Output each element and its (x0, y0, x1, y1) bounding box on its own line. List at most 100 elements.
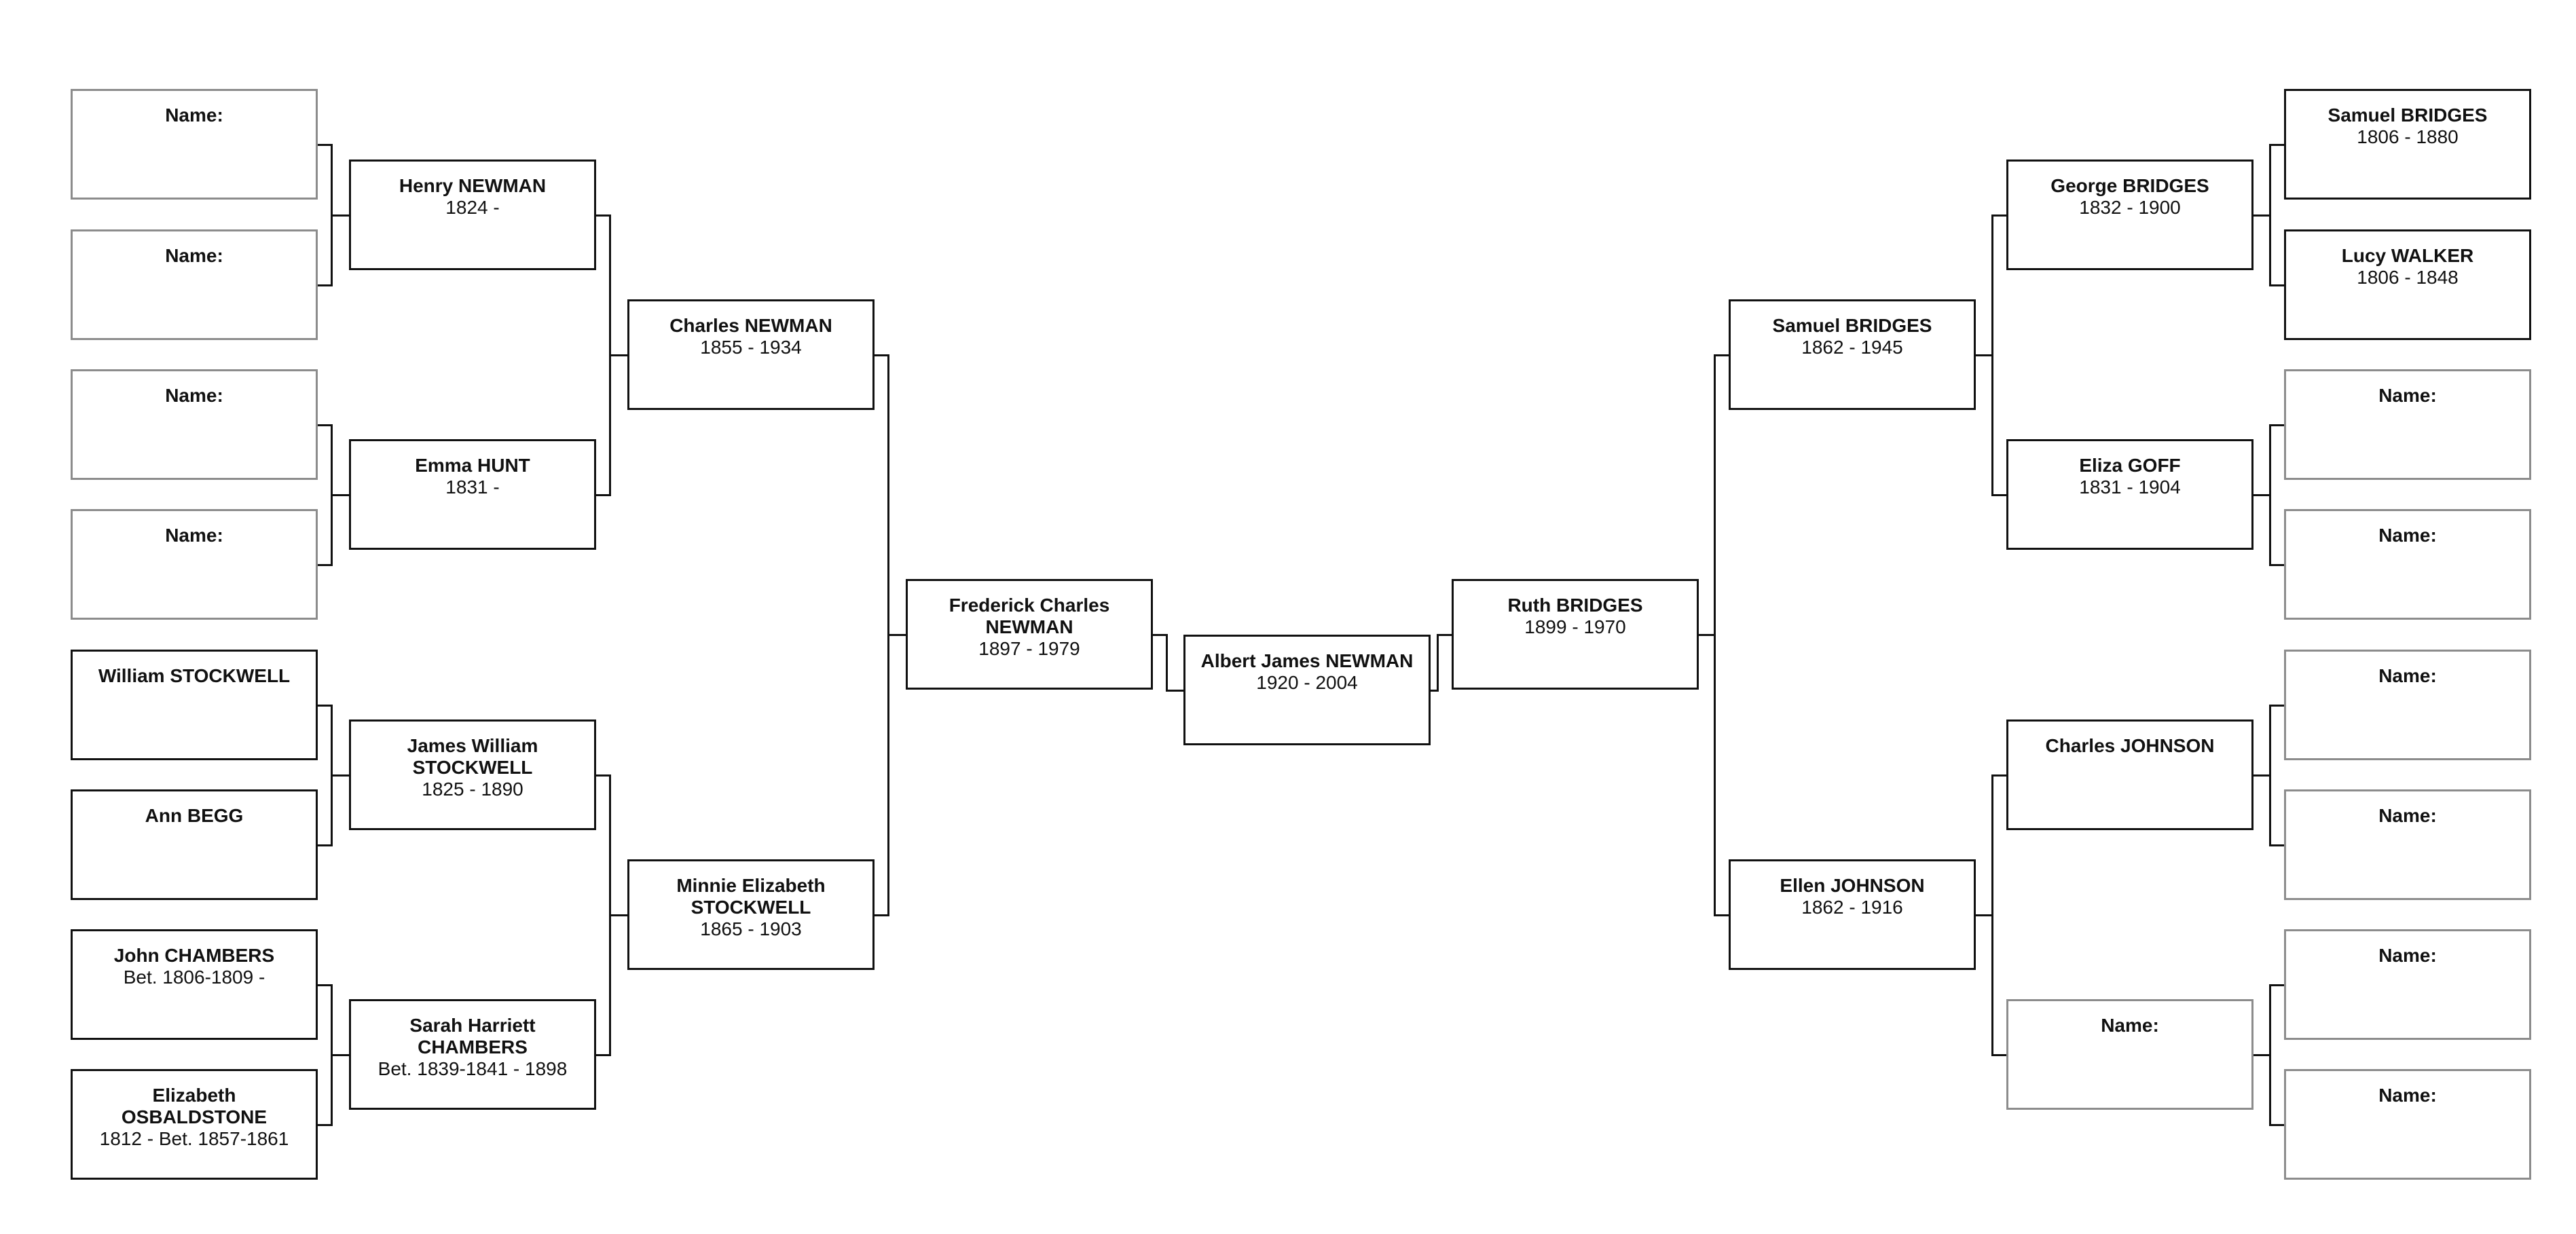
connector-line (2269, 284, 2284, 286)
connector-line (331, 1053, 349, 1056)
person-dates: 1862 - 1945 (1801, 337, 1903, 358)
person-name: Albert James NEWMAN (1200, 650, 1414, 671)
person-name: Charles NEWMAN (669, 315, 832, 336)
connector-line (596, 214, 611, 217)
connector-line (609, 914, 627, 916)
connector-line (1714, 914, 1729, 916)
connector-line (1991, 1053, 2006, 1056)
name-placeholder: Name: (165, 245, 223, 266)
connector-line (1699, 633, 1716, 636)
person-dates: 1899 - 1970 (1524, 616, 1626, 637)
person-name: Sarah Harriett CHAMBERS (409, 1015, 536, 1058)
connector-line (318, 1123, 333, 1126)
person-box-empty[interactable]: Name: (71, 229, 318, 340)
name-placeholder: Name: (2378, 805, 2437, 826)
connector-line (2269, 704, 2284, 707)
person-name: John CHAMBERS (113, 945, 275, 966)
name-placeholder: Name: (2101, 1015, 2159, 1036)
connector-line (609, 354, 627, 356)
person-dates: 1806 - 1880 (2357, 126, 2459, 147)
person-name: Charles JOHNSON (2045, 735, 2215, 756)
name-placeholder: Name: (2378, 1085, 2437, 1106)
person-box-empty[interactable]: Name: (2284, 929, 2531, 1040)
person-box-empty[interactable]: Name: (71, 89, 318, 200)
connector-line (2269, 984, 2284, 986)
person-dates: 1824 - (445, 197, 500, 218)
connector-line (318, 284, 333, 286)
person-name: Emma HUNT (415, 455, 530, 476)
connector-line (2253, 214, 2271, 217)
person-box-empty[interactable]: Name: (71, 369, 318, 480)
name-placeholder: Name: (2378, 945, 2437, 966)
connector-line (318, 424, 333, 426)
connector-line (596, 493, 611, 496)
person-name: Eliza GOFF (2079, 455, 2181, 476)
person-name: George BRIDGES (2050, 175, 2209, 196)
connector-line (1437, 633, 1439, 692)
connector-line (1976, 354, 1993, 356)
person-dates: 1831 - (445, 476, 500, 498)
name-placeholder: Name: (165, 525, 223, 546)
connector-line (596, 774, 611, 777)
person-dates: 1897 - 1979 (978, 638, 1080, 659)
connector-line (1991, 493, 2006, 496)
person-box-empty[interactable]: Name: (2006, 999, 2253, 1110)
person-box-empty[interactable]: Name: (2284, 369, 2531, 480)
person-dates: 1831 - 1904 (2079, 476, 2181, 498)
person-box-empty[interactable]: Name: (2284, 1069, 2531, 1180)
connector-line (875, 354, 889, 356)
connector-line (1431, 689, 1439, 692)
person-dates: 1865 - 1903 (700, 918, 802, 939)
connector-line (2269, 844, 2284, 846)
connector-line (318, 143, 333, 146)
person-box-empty[interactable]: Name: (2284, 789, 2531, 900)
connector-line (331, 214, 349, 217)
person-box-empty[interactable]: Name: (2284, 650, 2531, 760)
person-box-charles-johnson[interactable]: Charles JOHNSON (2006, 719, 2253, 830)
person-dates: 1832 - 1900 (2079, 197, 2181, 218)
person-name: William STOCKWELL (98, 665, 291, 686)
person-name: Ann BEGG (145, 805, 244, 826)
connector-line (331, 774, 349, 777)
connector-line (1714, 354, 1729, 356)
person-dates: 1855 - 1934 (700, 337, 802, 358)
connector-line (318, 984, 333, 986)
connector-line (318, 844, 333, 846)
person-box-ann-begg[interactable]: Ann BEGG (71, 789, 318, 900)
person-name: Ruth BRIDGES (1507, 595, 1643, 616)
person-box-william-stockwell[interactable]: William STOCKWELL (71, 650, 318, 760)
connector-line (875, 914, 889, 916)
person-name: Samuel BRIDGES (2327, 105, 2488, 126)
person-name: Minnie Elizabeth STOCKWELL (676, 875, 826, 918)
connector-line (1991, 774, 2006, 777)
connector-line (2269, 563, 2284, 566)
person-box-empty[interactable]: Name: (2284, 509, 2531, 620)
person-box-empty[interactable]: Name: (71, 509, 318, 620)
connector-line (1976, 914, 1993, 916)
name-placeholder: Name: (2378, 665, 2437, 686)
connector-line (2269, 1123, 2284, 1126)
person-dates: Bet. 1806-1809 - (123, 967, 265, 988)
person-dates: Bet. 1839-1841 - 1898 (378, 1058, 568, 1079)
name-placeholder: Name: (165, 105, 223, 126)
connector-line (887, 633, 906, 636)
connector-line (331, 493, 349, 496)
